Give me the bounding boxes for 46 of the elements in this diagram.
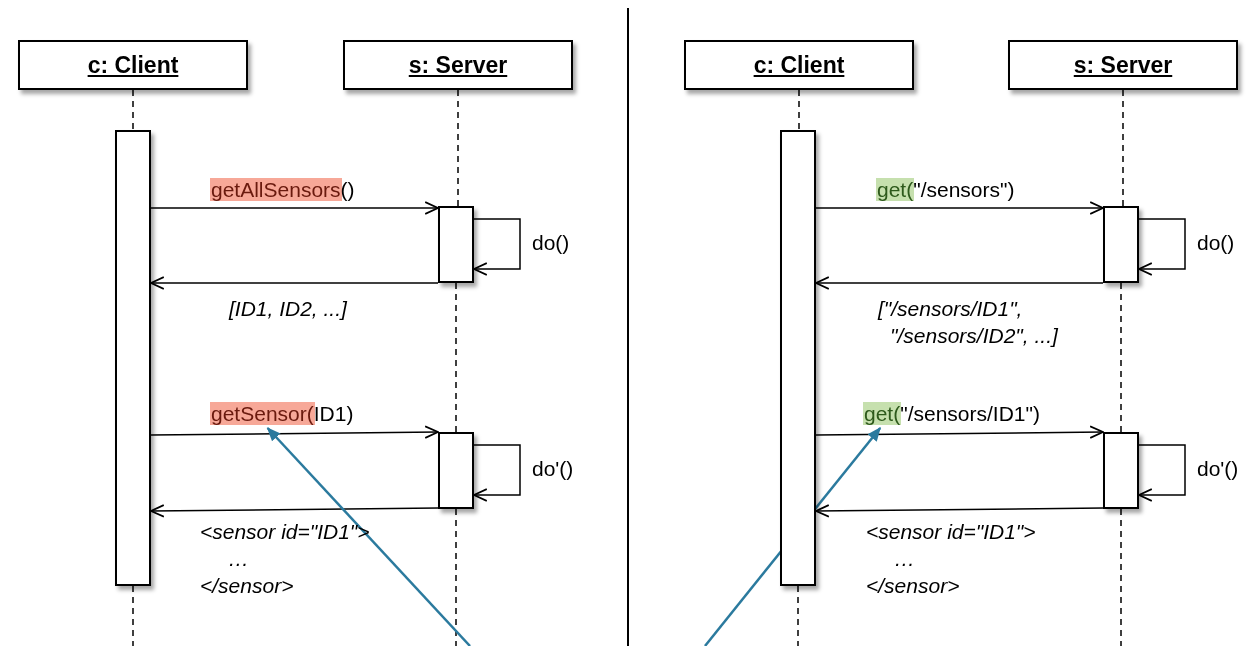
activation-bar: [1103, 432, 1139, 509]
lifeline: [1120, 508, 1122, 646]
edge-label: <sensor id="ID1"> … </sensor>: [866, 519, 1036, 599]
message-arrow: [150, 425, 439, 439]
lifeline: [132, 585, 134, 646]
message-arrow: [815, 201, 1104, 215]
object-box: s: Server: [343, 40, 573, 90]
message-arrow: [815, 425, 1104, 439]
activation-bar: [780, 130, 816, 586]
message-arrow: [815, 276, 1104, 290]
activation-bar: [1103, 206, 1139, 283]
lifeline: [455, 282, 457, 433]
object-box: s: Server: [1008, 40, 1238, 90]
message-arrow: [150, 276, 439, 290]
message-arrow: [150, 504, 439, 518]
activation-bar: [438, 206, 474, 283]
self-message-arrow: [473, 444, 521, 502]
edge-label: get("/sensors"): [877, 177, 1015, 203]
lifeline: [132, 89, 134, 131]
self-message-arrow: [473, 218, 521, 276]
activation-bar: [438, 432, 474, 509]
lifeline: [455, 508, 457, 646]
highlight: [210, 178, 342, 201]
edge-label: do(): [532, 230, 570, 256]
edge-label: getSensor(ID1): [211, 401, 354, 427]
object-box: c: Client: [18, 40, 248, 90]
pointer-arrow: [266, 427, 471, 646]
edge-label: do'(): [1197, 456, 1239, 482]
lifeline: [1122, 89, 1124, 207]
message-arrow: [815, 504, 1104, 518]
activation-bar: [115, 130, 151, 586]
edge-label: ["/sensors/ID1", "/sensors/ID2", ...]: [878, 296, 1058, 349]
edge-label: get("/sensors/ID1"): [864, 401, 1040, 427]
edge-label: do(): [1197, 230, 1235, 256]
lifeline: [457, 89, 459, 207]
edge-label: getAllSensors(): [211, 177, 355, 203]
lifeline: [798, 89, 800, 131]
self-message-arrow: [1138, 218, 1186, 276]
lifeline: [797, 585, 799, 646]
object-box: c: Client: [684, 40, 914, 90]
highlight: [210, 402, 315, 425]
lifeline: [1120, 282, 1122, 433]
message-arrow: [150, 201, 439, 215]
self-message-arrow: [1138, 444, 1186, 502]
edge-label: do'(): [532, 456, 574, 482]
edge-label: [ID1, ID2, ...]: [229, 296, 347, 322]
